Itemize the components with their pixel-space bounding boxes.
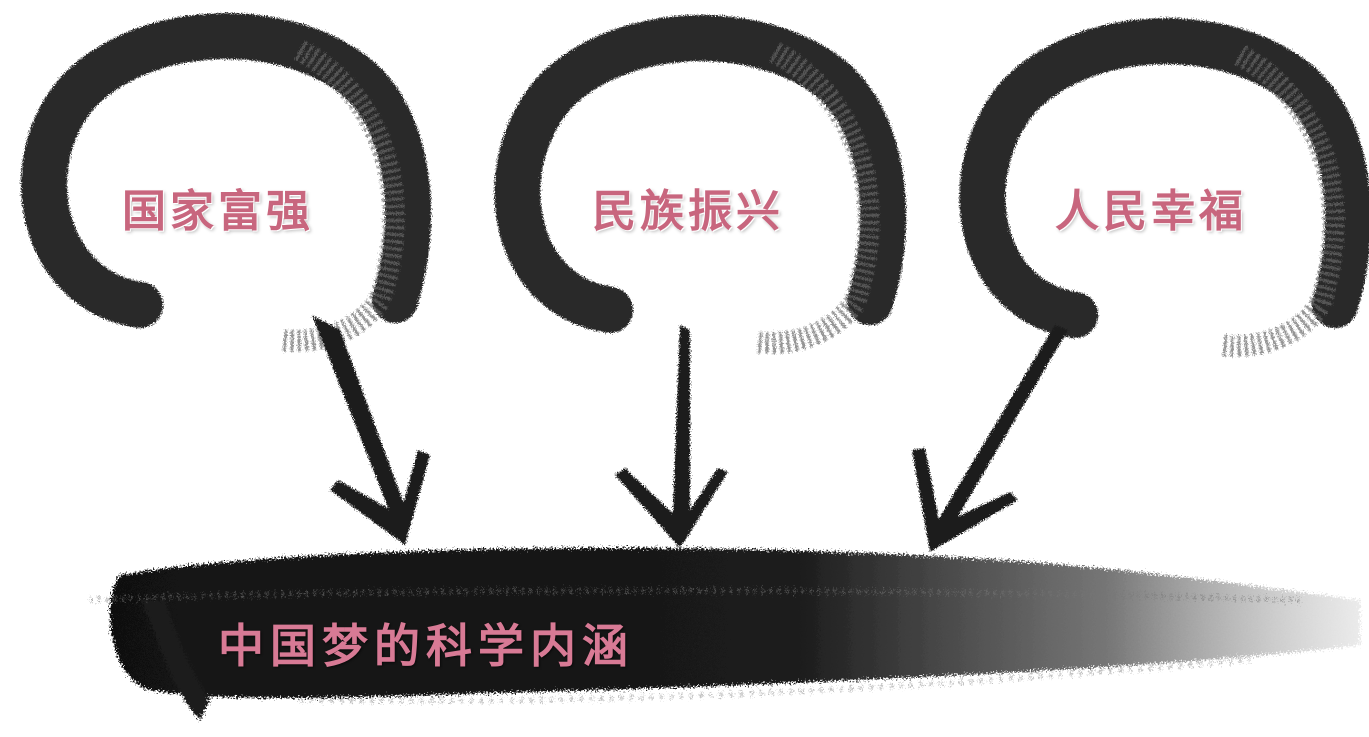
label-national-rejuvenation: 民族振兴 [592,186,784,237]
arrow-3 [912,325,1068,552]
banner-title: 中国梦的科学内涵 [218,619,634,673]
label-people-happiness: 人民幸福 [1055,186,1247,237]
label-national-prosperity: 国家富强 [122,186,314,237]
arrow-1 [312,315,430,545]
enso-circle-2 [494,15,907,354]
arrow-2 [615,325,728,548]
ink-banner [89,548,1360,720]
enso-circle-3 [959,18,1369,357]
